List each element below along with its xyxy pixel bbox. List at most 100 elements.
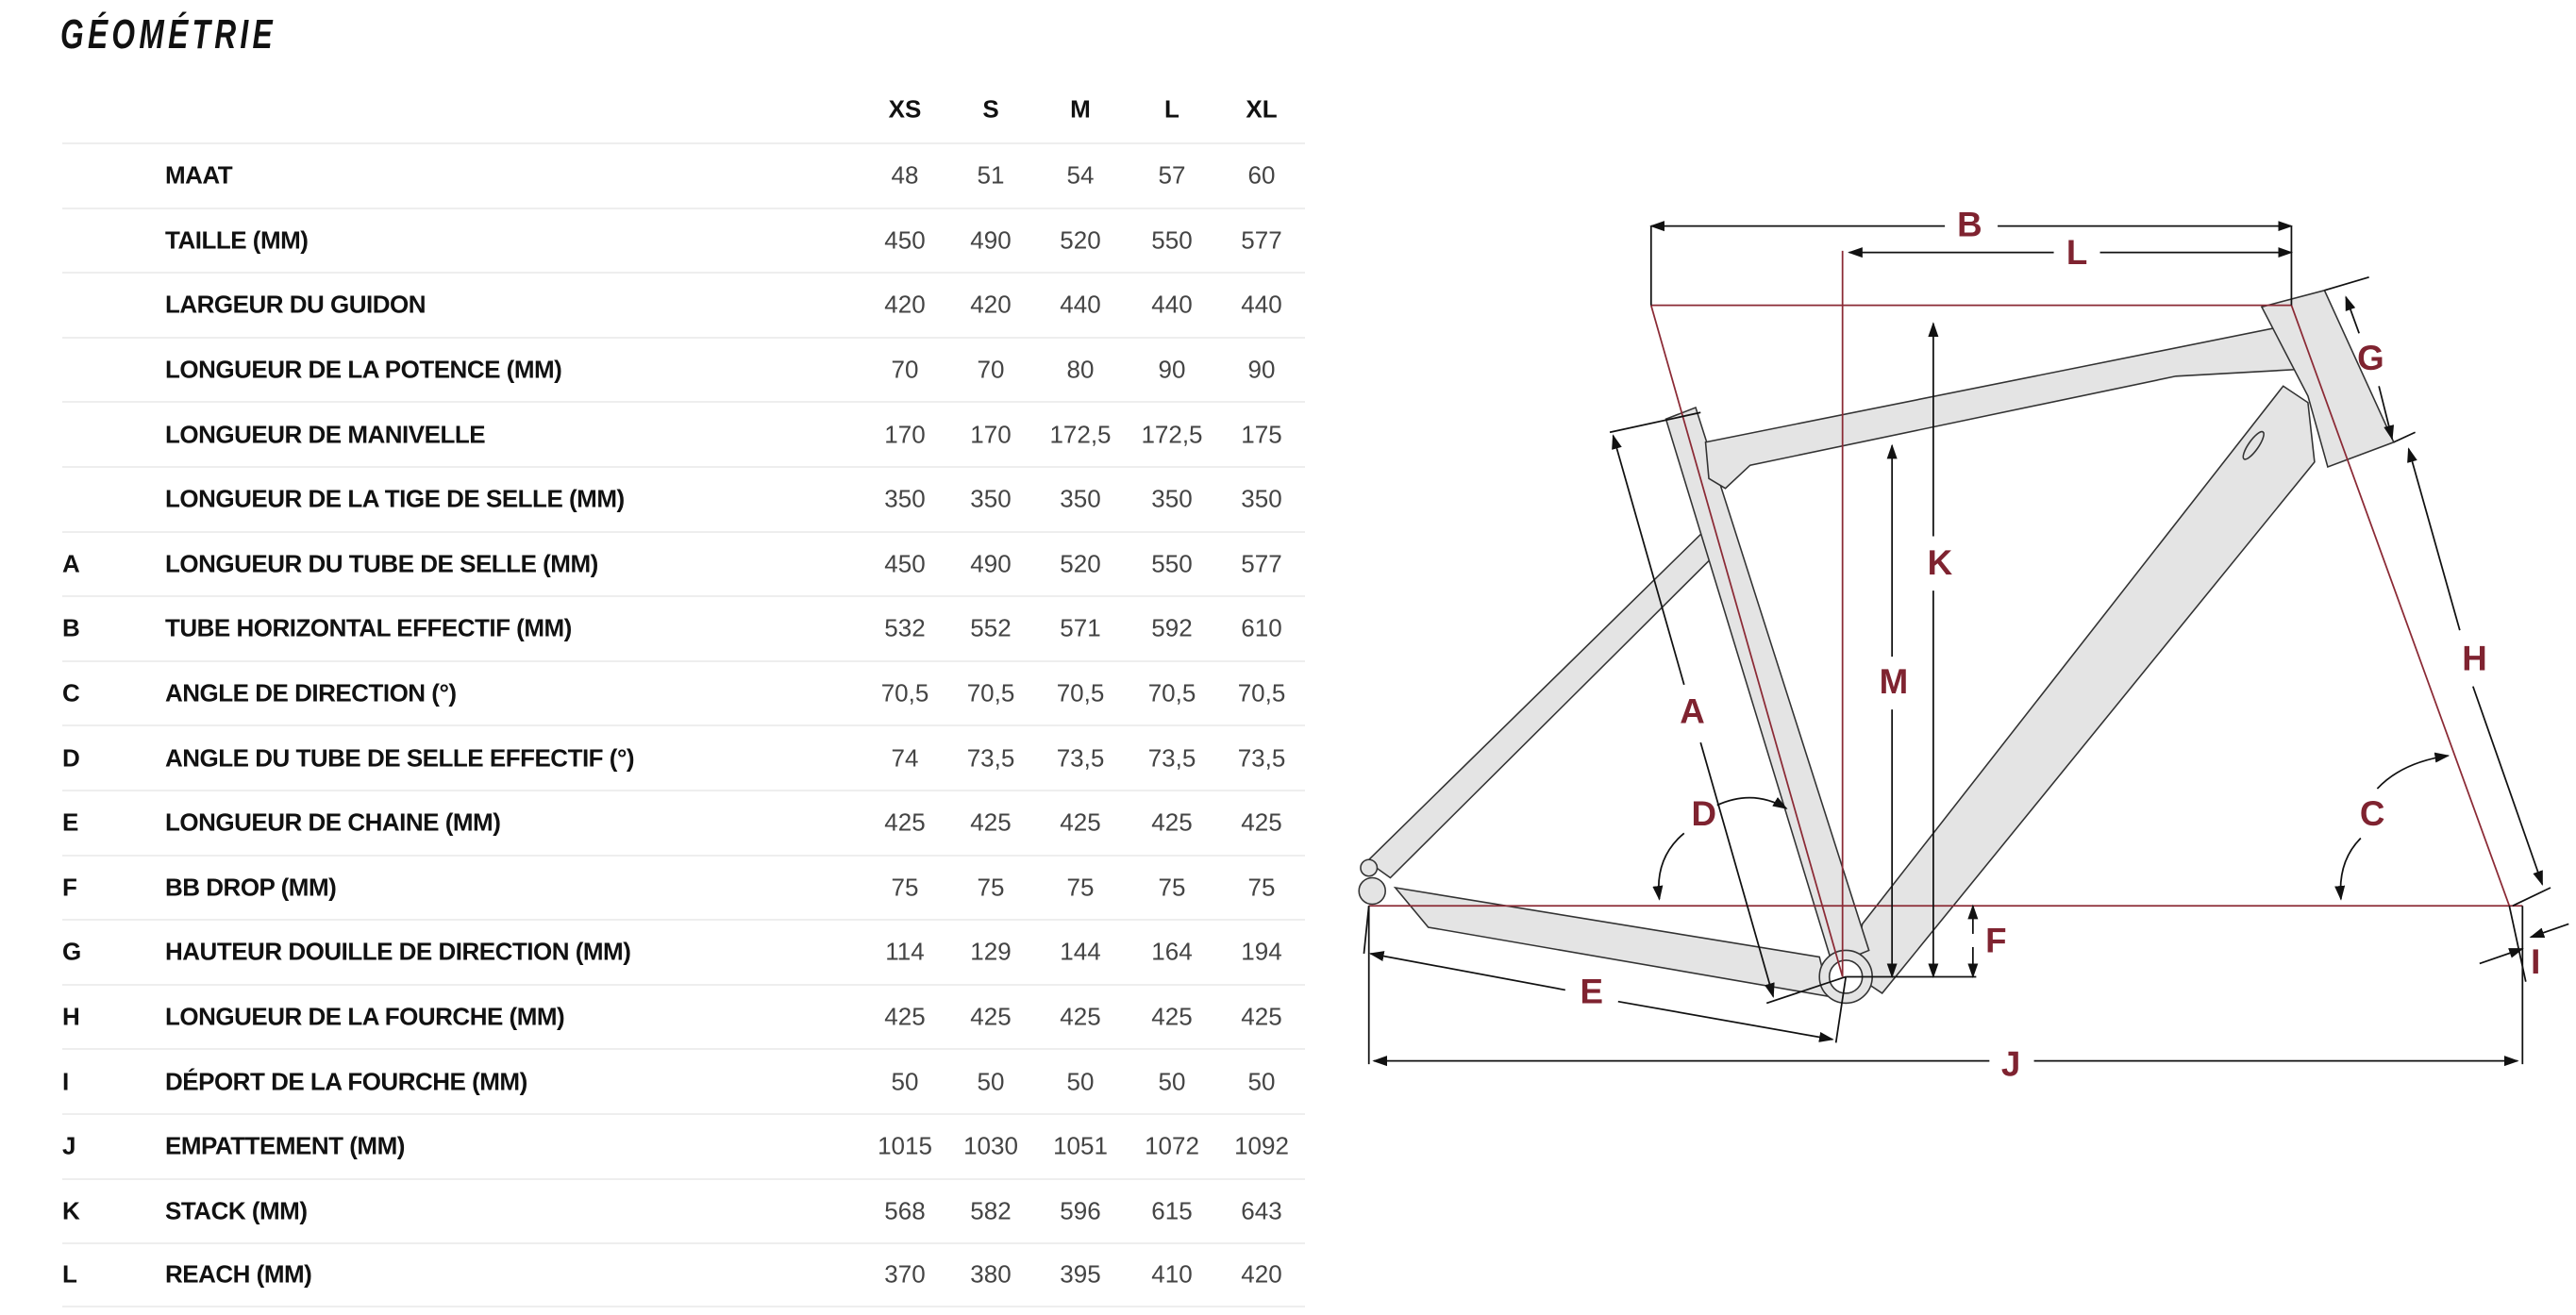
row-value-xl: 577 bbox=[1241, 549, 1282, 578]
row-value-s: 490 bbox=[970, 225, 1012, 255]
row-value-xs: 568 bbox=[884, 1196, 926, 1225]
row-value-xl: 90 bbox=[1247, 355, 1276, 384]
row-letter: H bbox=[62, 1002, 80, 1031]
row-value-m: 520 bbox=[1060, 549, 1101, 578]
row-value-s: 170 bbox=[970, 420, 1012, 449]
row-value-l: 425 bbox=[1151, 807, 1193, 837]
row-value-xs: 450 bbox=[884, 549, 926, 578]
row-value-xl: 1092 bbox=[1234, 1131, 1289, 1160]
row-value-s: 70 bbox=[977, 355, 1005, 384]
row-value-xl: 643 bbox=[1241, 1196, 1282, 1225]
row-value-s: 70,5 bbox=[966, 678, 1015, 707]
row-value-m: 440 bbox=[1060, 290, 1101, 319]
row-value-xl: 420 bbox=[1241, 1259, 1282, 1289]
row-value-s: 73,5 bbox=[966, 743, 1015, 773]
row-value-xl: 610 bbox=[1241, 613, 1282, 642]
row-value-xl: 194 bbox=[1241, 937, 1282, 966]
row-value-xl: 60 bbox=[1247, 160, 1276, 190]
row-value-m: 425 bbox=[1060, 1002, 1101, 1031]
row-value-s: 75 bbox=[977, 873, 1005, 902]
row-value-l: 70,5 bbox=[1147, 678, 1196, 707]
row-value-l: 592 bbox=[1151, 613, 1193, 642]
row-value-xs: 75 bbox=[891, 873, 919, 902]
row-value-l: 350 bbox=[1151, 484, 1193, 513]
row-value-s: 350 bbox=[970, 484, 1012, 513]
row-value-xs: 532 bbox=[884, 613, 926, 642]
label-m: M bbox=[1880, 662, 1909, 701]
reference-lines bbox=[1368, 250, 2523, 977]
page-title: GÉOMÉTRIE bbox=[60, 11, 276, 58]
row-value-xs: 70,5 bbox=[880, 678, 929, 707]
row-label: STACK (MM) bbox=[165, 1196, 308, 1225]
row-value-m: 571 bbox=[1060, 613, 1101, 642]
row-value-xs: 450 bbox=[884, 225, 926, 255]
row-letter: F bbox=[62, 873, 77, 902]
row-label: MAAT bbox=[165, 160, 233, 190]
row-value-l: 550 bbox=[1151, 549, 1193, 578]
row-value-m: 350 bbox=[1060, 484, 1101, 513]
row-label: LONGUEUR DE LA TIGE DE SELLE (MM) bbox=[165, 484, 625, 513]
row-value-m: 395 bbox=[1060, 1259, 1101, 1289]
row-value-xl: 175 bbox=[1241, 420, 1282, 449]
row-label: LONGUEUR DE LA FOURCHE (MM) bbox=[165, 1002, 565, 1031]
label-c: C bbox=[2360, 794, 2385, 833]
row-value-m: 75 bbox=[1066, 873, 1095, 902]
label-k: K bbox=[1928, 543, 1953, 582]
row-value-xl: 440 bbox=[1241, 290, 1282, 319]
row-letter: B bbox=[62, 613, 80, 642]
derailleur-hanger bbox=[1360, 858, 1379, 877]
row-label: TAILLE (MM) bbox=[165, 225, 309, 255]
label-e: E bbox=[1581, 973, 1604, 1011]
head-tube bbox=[2260, 289, 2395, 469]
size-header-xl: XL bbox=[1246, 94, 1278, 123]
size-header-xs: XS bbox=[888, 94, 922, 123]
row-value-xs: 74 bbox=[891, 743, 919, 773]
row-value-m: 73,5 bbox=[1056, 743, 1105, 773]
row-label: DÉPORT DE LA FOURCHE (MM) bbox=[165, 1067, 527, 1096]
row-value-l: 57 bbox=[1158, 160, 1186, 190]
label-i: I bbox=[2531, 942, 2540, 981]
row-value-m: 144 bbox=[1060, 937, 1101, 966]
dimension-labels: B L G K H M A D C F I E J bbox=[1581, 205, 2541, 1083]
label-j: J bbox=[2001, 1045, 2020, 1084]
row-letter: A bbox=[62, 549, 80, 578]
bike-frame bbox=[1358, 289, 2395, 1005]
label-g: G bbox=[2357, 339, 2384, 377]
label-h: H bbox=[2462, 639, 2487, 677]
row-letter: K bbox=[62, 1196, 80, 1225]
row-value-l: 615 bbox=[1151, 1196, 1193, 1225]
row-label: ANGLE DE DIRECTION (°) bbox=[165, 678, 457, 707]
row-value-l: 73,5 bbox=[1147, 743, 1196, 773]
row-value-xl: 425 bbox=[1241, 1002, 1282, 1031]
row-value-xl: 73,5 bbox=[1237, 743, 1286, 773]
label-b: B bbox=[1957, 205, 1982, 243]
row-value-xl: 70,5 bbox=[1237, 678, 1286, 707]
row-label: HAUTEUR DOUILLE DE DIRECTION (MM) bbox=[165, 937, 631, 966]
chain-stay bbox=[1393, 886, 1831, 998]
row-value-xs: 425 bbox=[884, 807, 926, 837]
row-letter: D bbox=[62, 743, 80, 773]
row-value-l: 90 bbox=[1158, 355, 1186, 384]
row-value-l: 75 bbox=[1158, 873, 1186, 902]
row-label: LONGUEUR DE CHAINE (MM) bbox=[165, 807, 501, 837]
row-letter: C bbox=[62, 678, 80, 707]
size-header-s: S bbox=[982, 94, 999, 123]
row-value-xl: 75 bbox=[1247, 873, 1276, 902]
row-value-l: 1072 bbox=[1145, 1131, 1199, 1160]
row-label: REACH (MM) bbox=[165, 1259, 312, 1289]
down-tube bbox=[1851, 385, 2316, 994]
row-value-s: 129 bbox=[970, 937, 1012, 966]
row-value-xs: 350 bbox=[884, 484, 926, 513]
label-d: D bbox=[1691, 794, 1716, 833]
table-header: XS S M L XL bbox=[62, 75, 1305, 142]
